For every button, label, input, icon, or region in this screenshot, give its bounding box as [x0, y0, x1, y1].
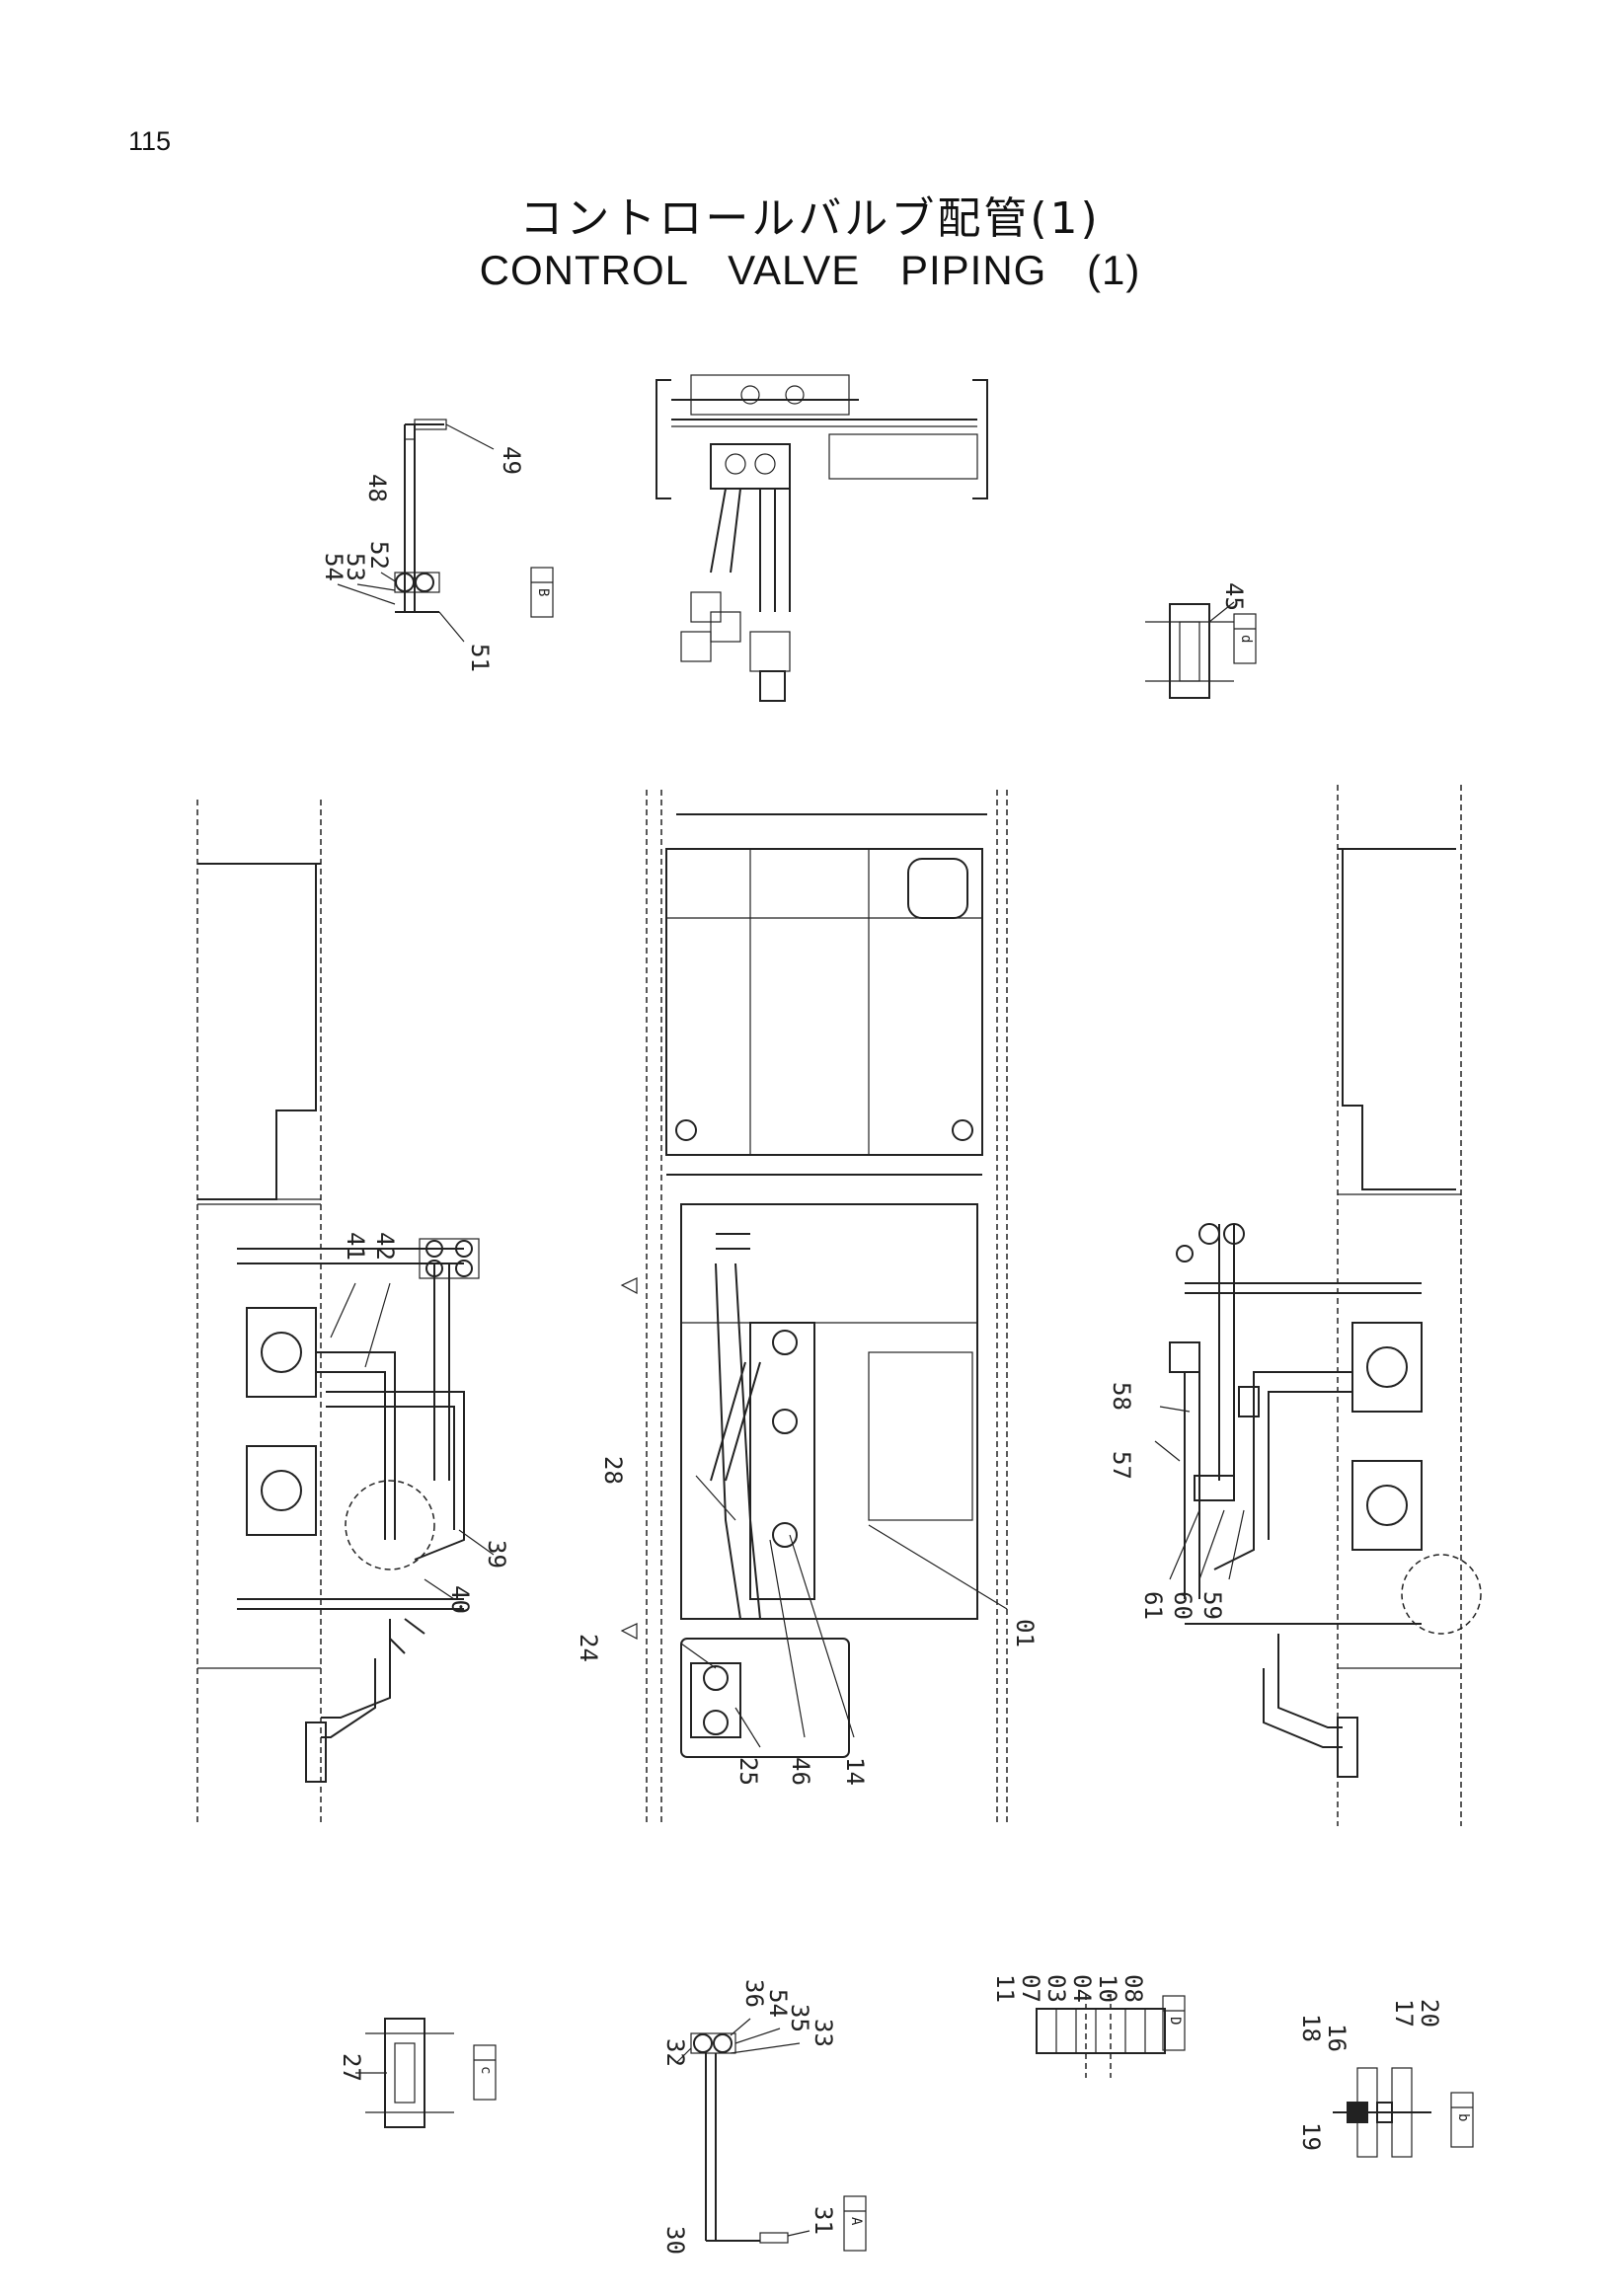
label-54b: 54: [764, 1989, 792, 2018]
label-49: 49: [498, 446, 525, 475]
label-04: 04: [1068, 1974, 1096, 2003]
label-48: 48: [363, 474, 391, 502]
detail-b-ref: B: [535, 588, 551, 596]
label-36: 36: [740, 1979, 768, 2008]
label-45: 45: [1220, 582, 1248, 611]
label-01: 01: [1011, 1619, 1039, 1647]
right-view: 58 57 61 60 59: [1108, 785, 1482, 1826]
center-view: 28 24 25 46 14 01: [575, 790, 1039, 1826]
label-54: 54: [320, 553, 347, 581]
label-10: 10: [1094, 1974, 1121, 2003]
label-08: 08: [1119, 1974, 1147, 2003]
detail-c: 27 c: [338, 2018, 497, 2128]
detail-d-upper: 11 07 03 04 10 08 D: [991, 1974, 1186, 2078]
detail-d-ref: d: [1238, 635, 1254, 643]
label-60: 60: [1169, 1591, 1196, 1620]
label-46: 46: [787, 1757, 814, 1786]
page-number: 115: [128, 126, 172, 156]
label-11: 11: [991, 1974, 1019, 2003]
label-16: 16: [1323, 2024, 1350, 2052]
label-42: 42: [371, 1232, 399, 1261]
detail-c-ref: c: [478, 2066, 494, 2074]
label-52: 52: [365, 541, 393, 570]
label-31: 31: [810, 2206, 837, 2235]
title-japanese: コントロールバルブ配管(1): [519, 193, 1101, 244]
detail-d-upper-ref: D: [1167, 2017, 1183, 2025]
label-07: 07: [1017, 1974, 1044, 2003]
label-33: 33: [810, 2019, 837, 2047]
label-19: 19: [1297, 2122, 1325, 2151]
label-39: 39: [483, 1540, 510, 1569]
label-14: 14: [841, 1757, 869, 1786]
label-35: 35: [786, 2004, 813, 2032]
label-18: 18: [1297, 2014, 1325, 2042]
top-center-view: [656, 374, 988, 702]
label-25: 25: [734, 1757, 762, 1786]
label-57: 57: [1108, 1451, 1135, 1480]
left-view: 41 42 39 40: [196, 800, 510, 1826]
detail-a: 36 54 35 33 32 30 31 A: [661, 1979, 867, 2255]
label-03: 03: [1042, 1974, 1070, 2003]
label-51: 51: [466, 644, 494, 672]
label-28: 28: [599, 1456, 627, 1485]
label-30: 30: [661, 2226, 689, 2255]
label-20: 20: [1416, 1999, 1443, 2028]
label-32: 32: [661, 2038, 689, 2067]
label-41: 41: [342, 1232, 369, 1261]
label-40: 40: [446, 1585, 474, 1614]
detail-b-bracket: 48 49 52 53 54 51 B: [320, 419, 554, 672]
title-english: CONTROL VALVE PIPING (1): [479, 247, 1141, 293]
label-59: 59: [1198, 1591, 1226, 1620]
label-17: 17: [1390, 1999, 1418, 2028]
label-53: 53: [342, 553, 369, 581]
label-27: 27: [338, 2053, 365, 2082]
label-24: 24: [575, 1634, 602, 1662]
label-58: 58: [1108, 1382, 1135, 1411]
detail-a-ref: A: [848, 2217, 864, 2226]
detail-b-lower: 18 16 17 20 19 b: [1297, 1999, 1474, 2158]
label-61: 61: [1139, 1591, 1167, 1620]
detail-d: 45 d: [1145, 582, 1257, 699]
detail-b-lower-ref: b: [1455, 2113, 1471, 2121]
